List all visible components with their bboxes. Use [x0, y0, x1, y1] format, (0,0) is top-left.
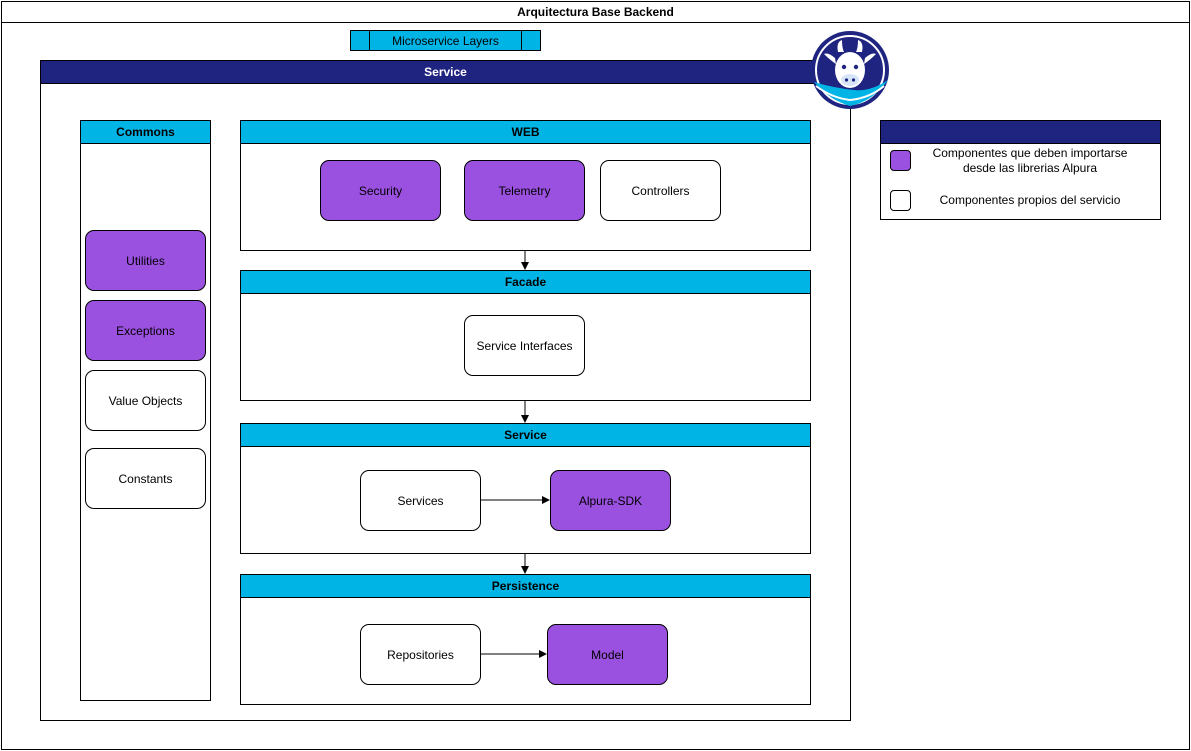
microservice-layers-label: Microservice Layers	[350, 30, 541, 51]
service-container-title: Service	[40, 60, 851, 84]
constants-component: Constants	[85, 448, 206, 509]
security-component: Security	[320, 160, 441, 221]
exceptions-component: Exceptions	[85, 300, 206, 361]
services-component: Services	[360, 470, 481, 531]
commons-panel-title: Commons	[80, 120, 211, 144]
legend-purple-swatch	[890, 150, 911, 171]
value-objects-component: Value Objects	[85, 370, 206, 431]
model-component: Model	[547, 624, 668, 685]
persistence-layer-title: Persistence	[240, 574, 811, 598]
telemetry-component: Telemetry	[464, 160, 585, 221]
legend-own-label: Componentes propios del servicio	[939, 193, 1121, 207]
controllers-component: Controllers	[600, 160, 721, 221]
utilities-component: Utilities	[85, 230, 206, 291]
microservice-layers-text: Microservice Layers	[392, 33, 499, 48]
alpura-sdk-component: Alpura-SDK	[550, 470, 671, 531]
web-layer-title: WEB	[240, 120, 811, 144]
legend-imported-line1: Componentes que deben importarse	[932, 146, 1128, 160]
legend-white-swatch	[890, 190, 911, 211]
diagram-title: Arquitectura Base Backend	[1, 1, 1190, 23]
legend-imported-line2: desde las librerias Alpura	[962, 161, 1098, 175]
service-interfaces-component: Service Interfaces	[464, 315, 585, 376]
legend-imported-label: Componentes que deben importarse desde l…	[915, 146, 1145, 176]
legend-header	[880, 120, 1161, 144]
facade-layer-title: Facade	[240, 270, 811, 294]
repositories-component: Repositories	[360, 624, 481, 685]
alpura-cow-logo-icon	[810, 30, 890, 110]
service-layer-title: Service	[240, 423, 811, 447]
